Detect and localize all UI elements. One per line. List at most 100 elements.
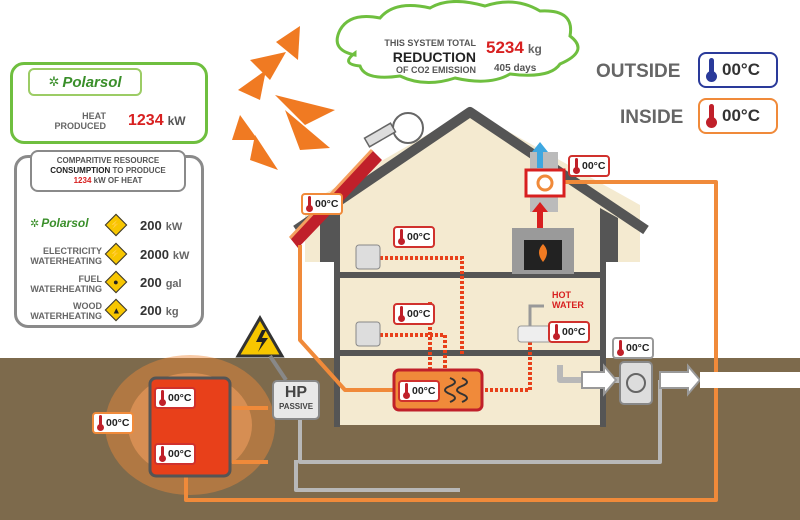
days-count: 405 days [494, 63, 537, 74]
thermometer-icon [159, 390, 166, 406]
inflow-arrow-icon [581, 363, 618, 397]
thermometer-icon [97, 415, 104, 431]
row-0-label: Polarsol [41, 216, 89, 230]
thermometer-icon [306, 196, 313, 212]
heat-value: 1234 kW [128, 112, 186, 130]
comparison-title-2a: CONSUMPTION [50, 166, 111, 175]
heat-label-2: PRODUCED [54, 121, 106, 131]
co2-reduction-value: 5234 kg [486, 38, 542, 58]
thermometer-icon [617, 340, 624, 356]
row-2-value: 200 gal [140, 275, 182, 290]
comparison-title-1: COMPARITIVE RESOURCE [56, 156, 160, 165]
row-3-number: 200 [140, 303, 162, 318]
polarsol-logo: ✲ Polarsol [28, 68, 142, 96]
fire-icon [539, 244, 547, 262]
sensor-hot-water: 00°C [548, 321, 591, 343]
sensor-storage-tank: 00°C [398, 380, 441, 402]
comparison-title: COMPARITIVE RESOURCE CONSUMPTION TO PROD… [30, 150, 186, 192]
roof [293, 107, 649, 235]
thermometer-icon [553, 324, 560, 340]
hot-water-label: HOT WATER [552, 290, 584, 310]
row-0-value: 200 kW [140, 218, 182, 233]
sensor-radiator-lower-value: 00°C [407, 308, 431, 320]
radiator-upper [355, 244, 381, 270]
outside-label: OUTSIDE [596, 61, 681, 82]
heat-produced-unit: kW [167, 114, 186, 128]
heat-up-arrow-icon [532, 202, 548, 228]
thermometer-icon [706, 58, 717, 82]
sensor-hot-water-value: 00°C [562, 326, 586, 338]
heat-pump-title: HP [284, 384, 308, 401]
thermometer-icon [398, 229, 405, 245]
sensor-solar-panel-value: 00°C [315, 198, 339, 210]
sensor-radiator-upper: 00°C [393, 226, 436, 248]
row-3-label-1: WOOD [73, 301, 102, 311]
brand-name: Polarsol [62, 73, 122, 91]
flower-icon: ✲ [48, 74, 60, 89]
co2-value: 5234 [486, 38, 524, 57]
sensor-valve: 00°C [612, 337, 655, 359]
row-3-label-2: WATERHEATING [30, 311, 102, 321]
row-0-unit: kW [165, 221, 183, 233]
sensor-ground-value: 00°C [106, 417, 130, 429]
heat-label: HEAT PRODUCED [40, 111, 106, 131]
sensor-boiler-bottom: 00°C [154, 443, 197, 465]
row-1-unit: kW [172, 250, 190, 262]
sensor-ground: 00°C [92, 412, 135, 434]
row-polarsol-label: ✲ Polarsol [30, 216, 89, 230]
sensor-radiator-lower: 00°C [393, 303, 436, 325]
row-2-label: FUEL WATERHEATING [20, 274, 102, 294]
valve [619, 361, 653, 405]
co2-unit: kg [527, 42, 542, 56]
row-3-unit: kg [165, 306, 179, 318]
row-2-number: 200 [140, 275, 162, 290]
row-2-label-1: FUEL [78, 274, 103, 284]
row-3-label: WOOD WATERHEATING [20, 301, 102, 321]
row-1-label-2: WATERHEATING [30, 256, 102, 266]
outside-temp-badge: 00°C [698, 52, 778, 88]
comparison-title-2b: TO PRODUCE [110, 166, 166, 175]
sensor-radiator-upper-value: 00°C [407, 231, 431, 243]
comparison-title-3a: 1234 [73, 176, 92, 185]
row-2-label-2: WATERHEATING [30, 284, 102, 294]
radiator-lower [355, 321, 381, 347]
flue-damper [524, 168, 566, 198]
heat-label-1: HEAT [82, 111, 106, 121]
heat-pump-subtitle: PASSIVE [278, 402, 314, 411]
row-1-number: 2000 [140, 247, 169, 262]
cloud-text: THIS SYSTEM TOTAL REDUCTION OF CO2 EMISS… [352, 38, 476, 76]
inside-label: INSIDE [620, 107, 684, 128]
exhaust-arrow-icon [532, 142, 548, 168]
hot-water-line2: WATER [552, 300, 584, 310]
heat-produced-value: 1234 [128, 112, 164, 129]
row-1-label: ELECTRICITY WATERHEATING [20, 246, 102, 266]
thermometer-icon [573, 158, 580, 174]
cloud-line2: REDUCTION [392, 49, 476, 65]
sensor-storage-tank-value: 00°C [412, 385, 436, 397]
sensor-valve-value: 00°C [626, 342, 650, 354]
row-0-number: 200 [140, 218, 162, 233]
row-1-label-1: ELECTRICITY [42, 246, 102, 256]
sensor-boiler-top: 00°C [154, 387, 197, 409]
thermometer-icon [159, 446, 166, 462]
fan-icon [392, 112, 424, 144]
inside-temp-badge: 00°C [698, 98, 778, 134]
outside-temp-value: 00°C [722, 60, 760, 79]
inside-temp-value: 00°C [722, 106, 760, 125]
sensor-solar-panel: 00°C [301, 193, 344, 215]
row-3-value: 200 kg [140, 303, 179, 318]
sensor-chimney-value: 00°C [582, 160, 606, 172]
flower-icon: ✲ [30, 217, 40, 230]
row-2-unit: gal [165, 278, 182, 290]
comparison-title-3b: kW OF HEAT [91, 176, 143, 185]
sensor-chimney: 00°C [568, 155, 611, 177]
hot-water-line1: HOT [552, 290, 571, 300]
cloud-line1: THIS SYSTEM TOTAL [384, 38, 476, 48]
outflow-arrow-icon [659, 363, 702, 397]
thermometer-icon [403, 383, 410, 399]
row-1-value: 2000 kW [140, 247, 189, 262]
heat-pump: HP PASSIVE [272, 380, 320, 420]
sensor-boiler-top-value: 00°C [168, 392, 192, 404]
sensor-boiler-bottom-value: 00°C [168, 448, 192, 460]
thermometer-icon [706, 104, 717, 128]
